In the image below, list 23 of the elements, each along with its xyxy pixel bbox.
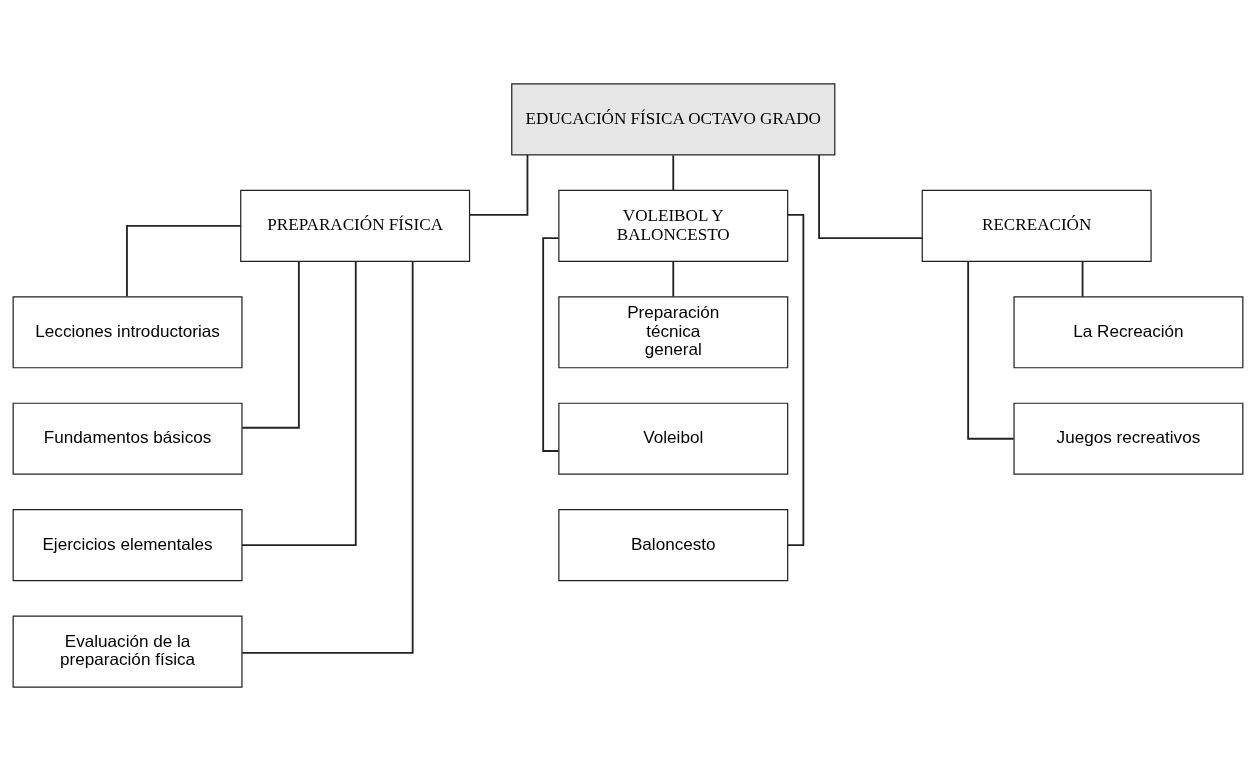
node-box: Juegos recreativos bbox=[1013, 402, 1244, 475]
connector bbox=[672, 260, 675, 298]
connector bbox=[967, 260, 1015, 440]
node-box: Evaluación de la preparación física bbox=[12, 615, 243, 688]
connector bbox=[818, 154, 924, 239]
connector bbox=[672, 154, 675, 192]
node-box: La Recreación bbox=[1013, 296, 1244, 369]
connector bbox=[241, 260, 300, 429]
node-box: PREPARACIÓN FÍSICA bbox=[240, 189, 471, 262]
node-box: Ejercicios elementales bbox=[12, 509, 243, 582]
node-box: Lecciones introductorias bbox=[12, 296, 243, 369]
node-box: VOLEIBOL Y BALONCESTO bbox=[558, 189, 789, 262]
node-box: Baloncesto bbox=[558, 509, 789, 582]
connector bbox=[241, 260, 414, 654]
connector bbox=[241, 260, 357, 547]
node-box: Preparación técnica general bbox=[558, 296, 789, 369]
node-box: Voleibol bbox=[558, 402, 789, 475]
connector bbox=[1081, 260, 1084, 298]
connector bbox=[126, 224, 242, 298]
node-box: EDUCACIÓN FÍSICA OCTAVO GRADO bbox=[511, 83, 836, 156]
node-box: RECREACIÓN bbox=[921, 189, 1152, 262]
connector bbox=[468, 154, 529, 216]
node-box: Fundamentos básicos bbox=[12, 402, 243, 475]
